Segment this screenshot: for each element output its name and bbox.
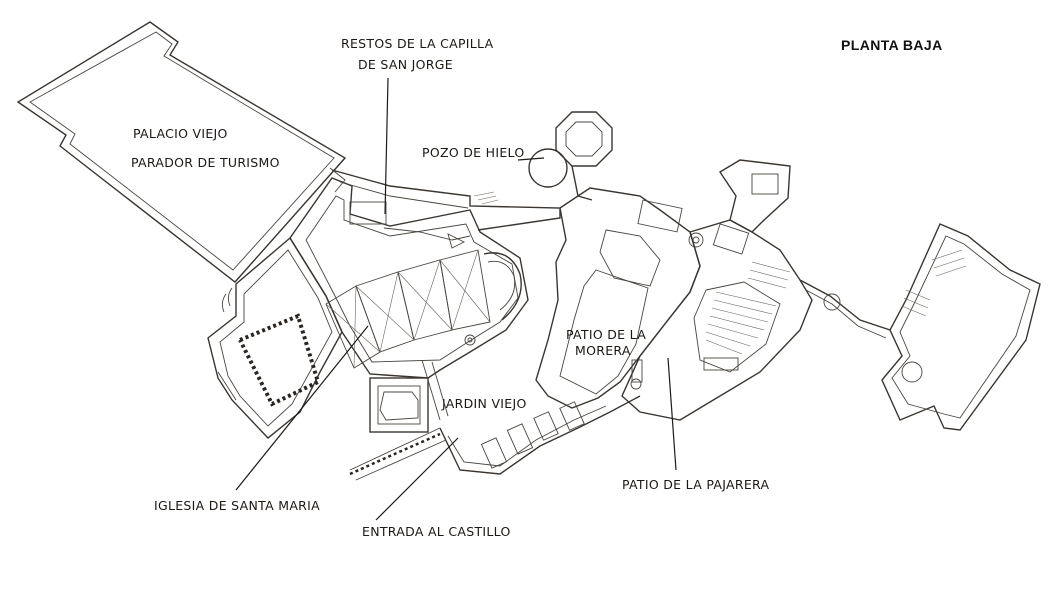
- label-iglesia: IGLESIA DE SANTA MARIA: [154, 498, 320, 513]
- leader-entrada: [375, 437, 459, 521]
- west-wing: [207, 236, 343, 439]
- leader-iglesia: [235, 325, 369, 491]
- capilla-san-jorge-remains: [331, 169, 561, 249]
- patio-de-la-pajarera: [621, 159, 813, 421]
- label-palacio-line1: PALACIO VIEJO: [133, 126, 228, 141]
- leader-pajarera: [667, 357, 677, 471]
- leader-capilla: [384, 77, 389, 215]
- label-pajarera: PATIO DE LA PAJARERA: [622, 477, 769, 492]
- patio-de-la-morera: [535, 187, 704, 409]
- east-wing: [799, 223, 1041, 431]
- leader-lines: [235, 77, 677, 521]
- plan-labels: PLANTA BAJA RESTOS DE LA CAPILLA DE SAN …: [131, 36, 943, 539]
- label-morera-line2: MORERA: [575, 343, 631, 358]
- label-pozo: POZO DE HIELO: [422, 145, 525, 160]
- label-jardin: JARDIN VIEJO: [441, 396, 527, 411]
- palacio-viejo-building: [16, 21, 347, 283]
- label-capilla-line1: RESTOS DE LA CAPILLA: [341, 36, 494, 51]
- label-entrada: ENTRADA AL CASTILLO: [362, 524, 511, 539]
- label-morera-line1: PATIO DE LA: [566, 327, 646, 342]
- stair-hatching: [705, 291, 777, 355]
- pozo-de-hielo: [528, 111, 613, 201]
- plan-title: PLANTA BAJA: [841, 37, 943, 53]
- leader-pozo: [517, 157, 545, 161]
- iglesia-santa-maria-building: [289, 177, 529, 433]
- label-palacio-line2: PARADOR DE TURISMO: [131, 155, 280, 170]
- label-capilla-line2: DE SAN JORGE: [358, 57, 453, 72]
- jardin-viejo: [349, 395, 641, 481]
